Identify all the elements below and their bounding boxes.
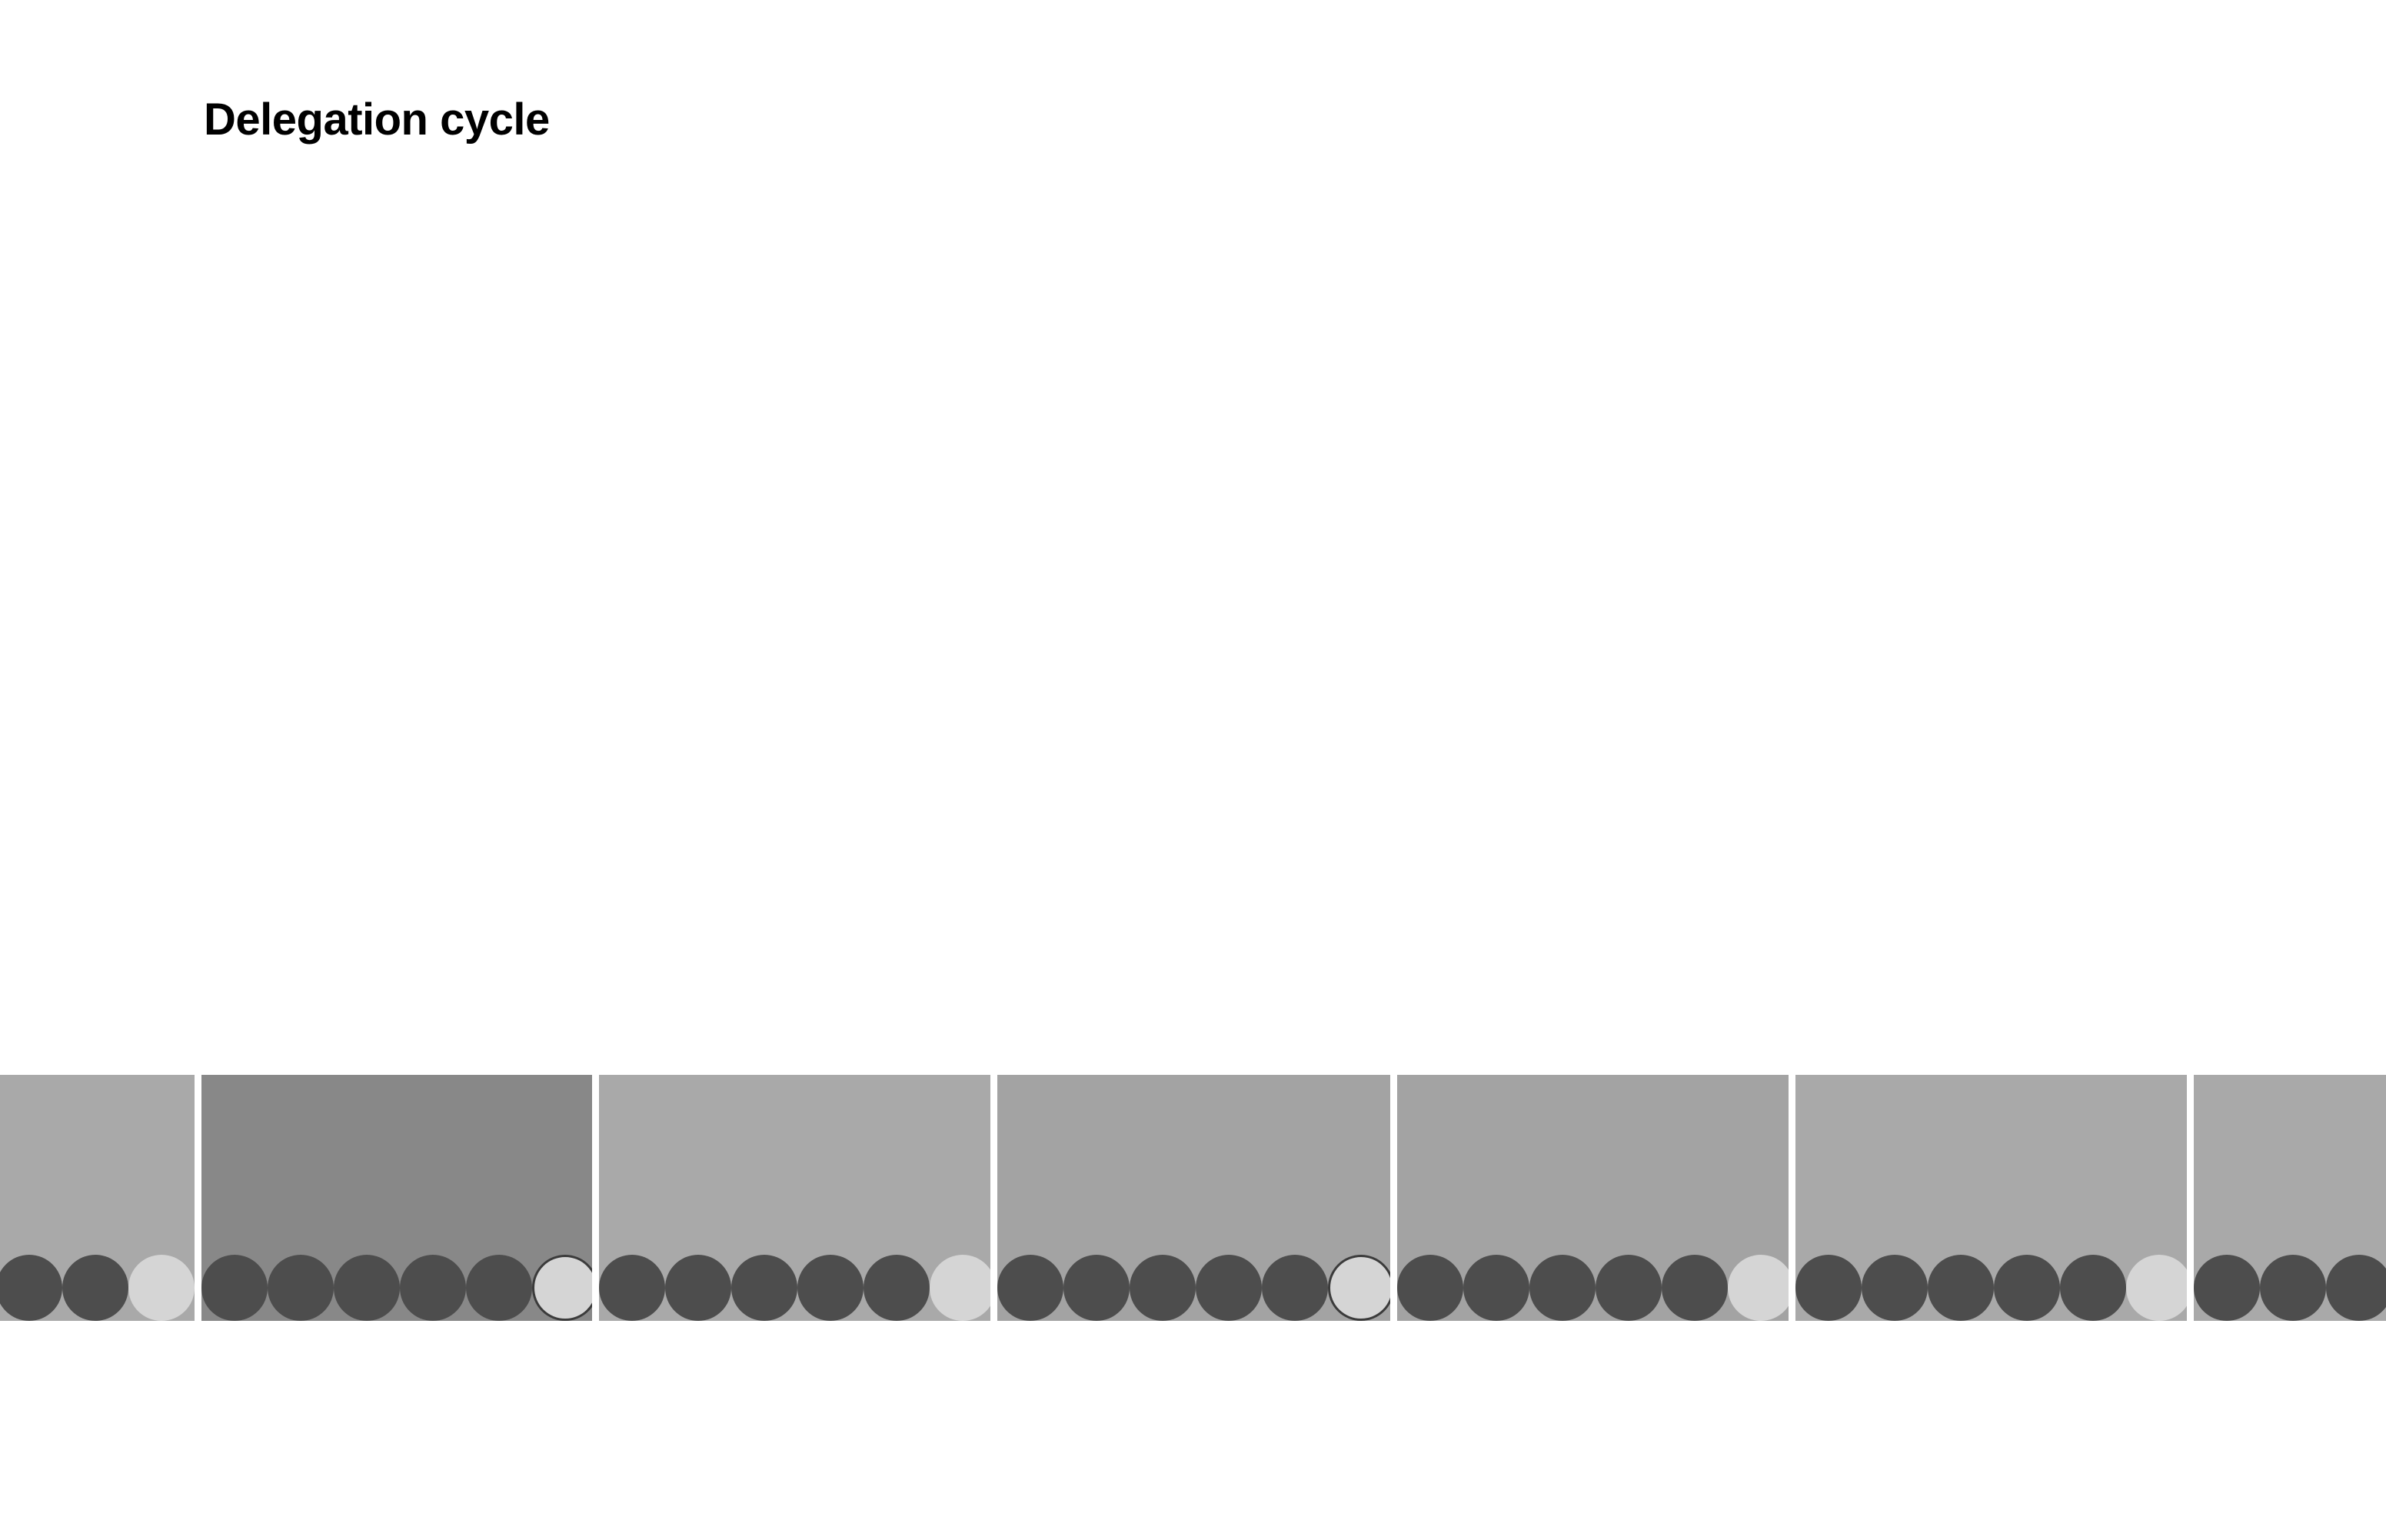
cycle-group-cycle-5 xyxy=(1397,1075,1789,1321)
cycle-dot-dark xyxy=(268,1255,334,1321)
cycle-dot-dark xyxy=(1596,1255,1662,1321)
cycle-group-dots xyxy=(599,1255,990,1321)
cycle-dot-dark xyxy=(1196,1255,1262,1321)
page-title: Delegation cycle xyxy=(204,94,550,145)
cycle-dot-dark xyxy=(466,1255,532,1321)
cycle-dot-dark xyxy=(1063,1255,1130,1321)
cycle-dot-dark xyxy=(2060,1255,2126,1321)
cycle-dot-dark xyxy=(1994,1255,2060,1321)
cycle-dot-dark xyxy=(2194,1255,2260,1321)
cycle-dot-light xyxy=(2126,1255,2187,1321)
cycle-group-cycle-3 xyxy=(599,1075,990,1321)
cycle-dot-dark xyxy=(997,1255,1063,1321)
cycle-group-cycle-2 xyxy=(201,1075,592,1321)
cycle-dot-dark xyxy=(1862,1255,1928,1321)
cycle-dot-dark xyxy=(1262,1255,1328,1321)
cycle-dot-dark xyxy=(1130,1255,1196,1321)
cycle-dot-light xyxy=(1728,1255,1789,1321)
delegation-cycle-band xyxy=(0,1075,2386,1321)
cycle-dot-dark xyxy=(665,1255,731,1321)
cycle-dot-dark xyxy=(731,1255,797,1321)
cycle-dot-dark xyxy=(864,1255,930,1321)
cycle-dot-light xyxy=(1328,1255,1390,1321)
cycle-dot-dark xyxy=(1662,1255,1728,1321)
cycle-group-dots xyxy=(2194,1255,2386,1321)
cycle-dot-dark xyxy=(1928,1255,1994,1321)
cycle-group-cycle-7 xyxy=(2194,1075,2386,1321)
cycle-dot-dark xyxy=(2260,1255,2326,1321)
cycle-group-cycle-4 xyxy=(997,1075,1390,1321)
cycle-group-cycle-6 xyxy=(1795,1075,2187,1321)
cycle-group-dots xyxy=(1397,1255,1789,1321)
cycle-dot-light xyxy=(930,1255,990,1321)
cycle-dot-dark xyxy=(2326,1255,2386,1321)
cycle-dot-dark xyxy=(400,1255,466,1321)
cycle-dot-dark xyxy=(1397,1255,1463,1321)
cycle-dot-dark xyxy=(334,1255,400,1321)
cycle-dot-dark xyxy=(1463,1255,1529,1321)
cycle-dot-dark xyxy=(599,1255,665,1321)
cycle-group-dots xyxy=(1795,1255,2187,1321)
cycle-dot-dark xyxy=(797,1255,864,1321)
cycle-dot-light xyxy=(128,1255,195,1321)
cycle-dot-dark xyxy=(0,1255,62,1321)
cycle-dot-dark xyxy=(201,1255,268,1321)
cycle-dot-dark xyxy=(1529,1255,1596,1321)
cycle-dot-dark xyxy=(62,1255,128,1321)
cycle-dot-dark xyxy=(1795,1255,1862,1321)
cycle-dot-light xyxy=(532,1255,592,1321)
cycle-group-dots xyxy=(997,1255,1390,1321)
cycle-group-dots xyxy=(0,1255,195,1321)
cycle-group-cycle-1 xyxy=(0,1075,195,1321)
cycle-group-dots xyxy=(201,1255,592,1321)
